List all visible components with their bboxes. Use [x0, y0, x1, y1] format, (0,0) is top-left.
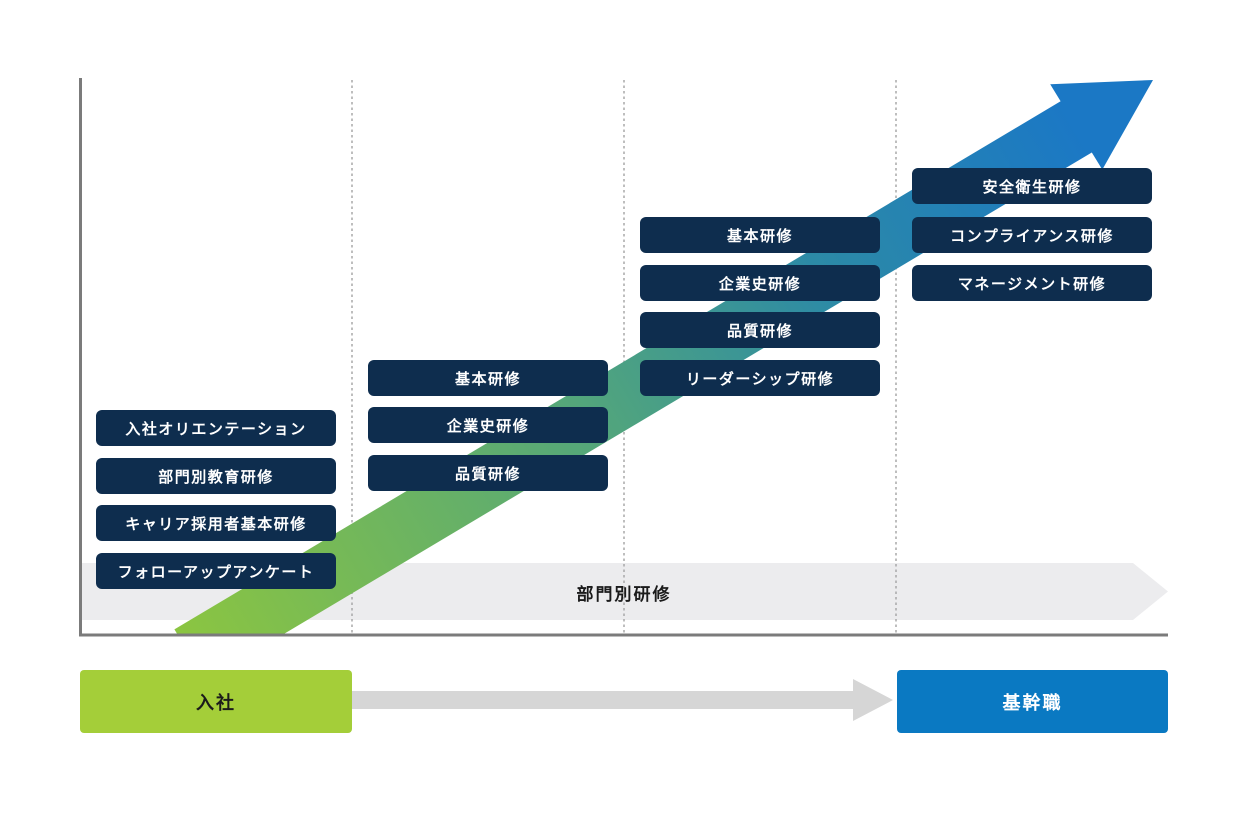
training-box: 入社オリエンテーション: [96, 410, 336, 446]
training-box: リーダーシップ研修: [640, 360, 880, 396]
training-box: 部門別教育研修: [96, 458, 336, 494]
training-box: 品質研修: [640, 312, 880, 348]
training-box: 企業史研修: [368, 407, 608, 443]
training-box: マネージメント研修: [912, 265, 1152, 301]
training-box: キャリア採用者基本研修: [96, 505, 336, 541]
training-box: 基本研修: [640, 217, 880, 253]
training-box: 安全衛生研修: [912, 168, 1152, 204]
training-box: 基本研修: [368, 360, 608, 396]
training-box: コンプライアンス研修: [912, 217, 1152, 253]
training-box: フォローアップアンケート: [96, 553, 336, 589]
training-box: 品質研修: [368, 455, 608, 491]
stage-start-box: 入社: [80, 670, 352, 733]
growth-arrow: [174, 80, 1153, 635]
stage-end-box: 基幹職: [897, 670, 1168, 733]
training-box: 企業史研修: [640, 265, 880, 301]
timeline-connector-arrow: [352, 679, 893, 721]
department-training-label: 部門別研修: [576, 584, 672, 604]
